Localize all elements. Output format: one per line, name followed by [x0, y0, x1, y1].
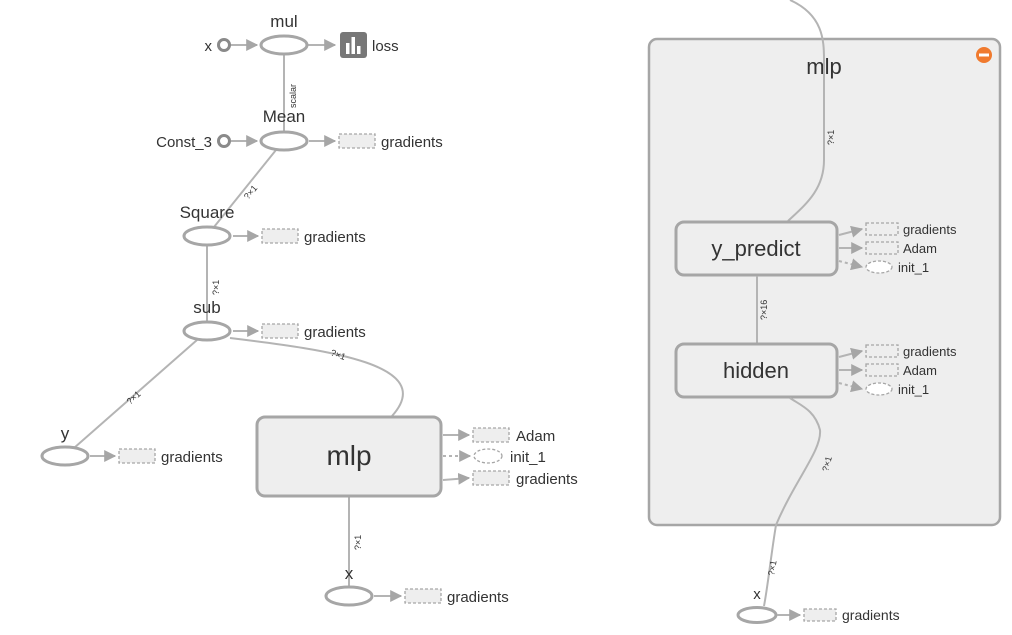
mlp-adam-node[interactable] [472, 427, 510, 443]
hidden-node[interactable] [674, 342, 839, 399]
yp-init-label: init_1 [898, 260, 929, 275]
yp-gradients-node[interactable] [865, 222, 899, 236]
x-input-node[interactable] [217, 38, 231, 52]
edge-label-sub-square: ?×1 [211, 280, 221, 295]
edge-label-square-mean: ?×1 [242, 183, 259, 201]
edge-hidden-gradients[interactable] [838, 347, 864, 360]
hidden-gradients-label: gradients [903, 344, 957, 359]
yp-init-node[interactable] [865, 260, 893, 274]
mul-label: mul [270, 12, 297, 31]
edge-x-hidden[interactable] [763, 397, 822, 607]
edge-hidden-init[interactable] [838, 380, 864, 393]
sub-gradients-label: gradients [304, 324, 366, 341]
square-node[interactable] [182, 225, 232, 247]
sub-gradients-node[interactable] [261, 323, 299, 339]
y-node[interactable] [40, 445, 90, 467]
mlp-gradients-label: gradients [516, 471, 578, 488]
mean-gradients-label: gradients [381, 134, 443, 151]
x-bottom-gradients-node[interactable] [404, 588, 442, 604]
mul-node[interactable] [259, 34, 309, 56]
edge-yp-gradients[interactable] [838, 225, 864, 238]
mlp-init-label: init_1 [510, 449, 546, 466]
edge-label-x-mlp: ?×1 [353, 535, 363, 550]
edge-mlp-gradients[interactable] [442, 472, 471, 485]
square-gradients-node[interactable] [261, 228, 299, 244]
edge-square-mean[interactable] [213, 149, 277, 228]
right-x-label: x [753, 586, 761, 603]
mlp-init-node[interactable] [473, 448, 503, 464]
loss-label: loss [372, 38, 399, 55]
hidden-adam-node[interactable] [865, 363, 899, 377]
edge-label-top: ?×1 [826, 130, 836, 145]
y-gradients-node[interactable] [118, 448, 156, 464]
y-predict-node[interactable] [674, 220, 839, 277]
collapse-minus-icon[interactable] [976, 47, 992, 63]
hidden-init-label: init_1 [898, 382, 929, 397]
mean-label: Mean [263, 107, 306, 126]
y-label: y [61, 424, 70, 443]
y-predict-label: y_predict [711, 236, 800, 261]
hidden-init-node[interactable] [865, 382, 893, 396]
edge-yp-init[interactable] [838, 258, 864, 271]
edge-label-mlp-sub: ?×1 [329, 347, 347, 362]
yp-adam-label: Adam [903, 241, 937, 256]
sub-label: sub [193, 298, 220, 317]
sub-node[interactable] [182, 320, 232, 342]
right-x-node[interactable] [736, 606, 778, 624]
hidden-adam-label: Adam [903, 363, 937, 378]
edge-label-mid: ?×16 [759, 300, 769, 320]
edge-mlp-sub[interactable] [229, 337, 404, 417]
x-bottom-node[interactable] [324, 585, 374, 607]
y-gradients-label: gradients [161, 449, 223, 466]
mlp-expanded-container[interactable] [647, 37, 1002, 527]
square-label: Square [180, 203, 235, 222]
edge-top-ypredict[interactable] [787, 0, 825, 222]
mean-gradients-node[interactable] [338, 133, 376, 149]
edge-label-scalar: scalar [288, 84, 298, 108]
x-input-label: x [205, 38, 213, 55]
edge-label-bottom: ?×1 [820, 455, 834, 472]
right-x-gradients-node[interactable] [803, 608, 837, 622]
yp-adam-node[interactable] [865, 241, 899, 255]
yp-gradients-label: gradients [903, 222, 957, 237]
hidden-gradients-node[interactable] [865, 344, 899, 358]
summary-chart-icon[interactable] [340, 32, 367, 58]
mlp-adam-label: Adam [516, 428, 555, 445]
mean-node[interactable] [259, 130, 309, 152]
const3-label: Const_3 [156, 134, 212, 151]
hidden-label: hidden [723, 358, 789, 383]
mlp-gradients-node[interactable] [472, 470, 510, 486]
mlp-meta-label: mlp [326, 440, 371, 471]
edge-y-sub[interactable] [73, 339, 198, 449]
edge-label-y-sub: ?×1 [125, 389, 143, 407]
square-gradients-label: gradients [304, 229, 366, 246]
edge-label-x: ?×1 [766, 560, 779, 577]
const3-node[interactable] [217, 134, 231, 148]
x-bottom-label: x [345, 564, 354, 583]
x-bottom-gradients-label: gradients [447, 589, 509, 606]
mlp-meta-node[interactable] [255, 415, 443, 498]
right-x-gradients-label: gradients [842, 607, 900, 623]
